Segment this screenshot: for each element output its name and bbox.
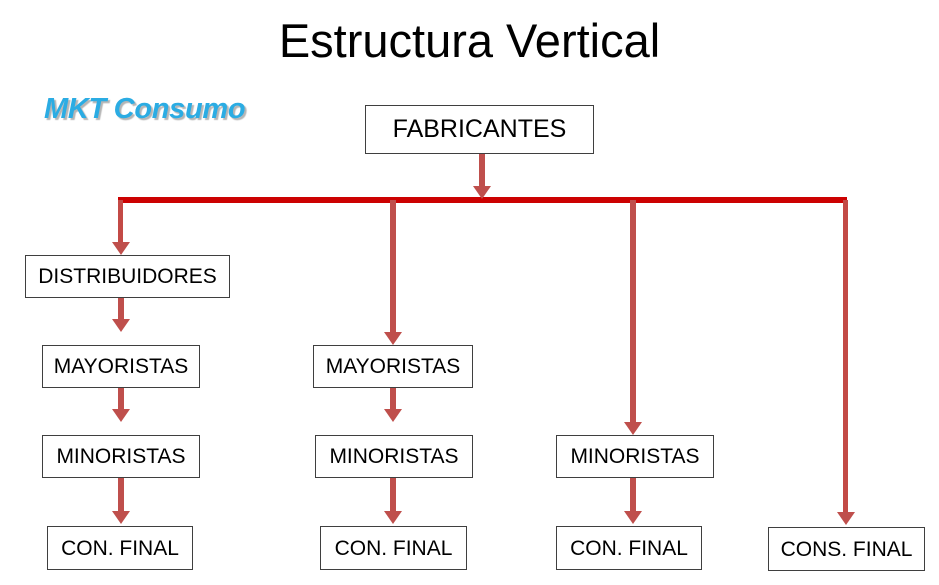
connector-shaft-col3-1 xyxy=(630,478,636,512)
node-col4-cons-final[interactable]: CONS. FINAL xyxy=(768,527,925,571)
connector-shaft-col2-2 xyxy=(390,478,396,512)
node-col3-minoristas[interactable]: MINORISTAS xyxy=(556,435,714,478)
connector-arrowhead-col2-con-final xyxy=(384,511,402,524)
connector-arrowhead-col2-minoristas xyxy=(384,409,402,422)
connector-riser-column-1 xyxy=(118,200,123,244)
connector-arrowhead-col3-minoristas xyxy=(624,422,642,435)
node-col1-minoristas[interactable]: MINORISTAS xyxy=(42,435,200,478)
connector-arrowhead-col1-minoristas xyxy=(112,409,130,422)
connector-shaft-column-3 xyxy=(630,200,636,424)
node-col1-distribuidores[interactable]: DISTRIBUIDORES xyxy=(25,255,230,298)
connector-shaft-col1-1 xyxy=(118,298,124,320)
connector-arrowhead-col4-cons-final xyxy=(837,512,855,525)
distribution-bus-line xyxy=(118,197,847,203)
connector-shaft-root xyxy=(479,154,485,187)
connector-shaft-col2-1 xyxy=(390,388,396,410)
node-col1-con-final[interactable]: CON. FINAL xyxy=(47,526,193,570)
connector-arrowhead-col1-con-final xyxy=(112,511,130,524)
connector-arrowhead-col3-con-final xyxy=(624,511,642,524)
connector-riser-column-4 xyxy=(843,200,848,514)
connector-arrowhead-col1-distribuidores xyxy=(112,242,130,255)
node-col1-mayoristas[interactable]: MAYORISTAS xyxy=(42,345,200,388)
page-title: Estructura Vertical xyxy=(278,14,661,67)
connector-arrowhead-root xyxy=(473,186,491,199)
connector-shaft-column-2 xyxy=(390,200,396,334)
connector-arrowhead-col2-mayoristas xyxy=(384,332,402,345)
connector-shaft-col1-2 xyxy=(118,388,124,410)
node-col2-minoristas[interactable]: MINORISTAS xyxy=(315,435,473,478)
node-col2-con-final[interactable]: CON. FINAL xyxy=(320,526,467,570)
node-col2-mayoristas[interactable]: MAYORISTAS xyxy=(313,345,473,388)
node-col3-con-final[interactable]: CON. FINAL xyxy=(556,526,702,570)
connector-shaft-col1-3 xyxy=(118,478,124,512)
mkt-consumo-label: MKT Consumo xyxy=(44,93,246,125)
connector-arrowhead-col1-mayoristas xyxy=(112,319,130,332)
node-fabricantes[interactable]: FABRICANTES xyxy=(365,105,594,154)
